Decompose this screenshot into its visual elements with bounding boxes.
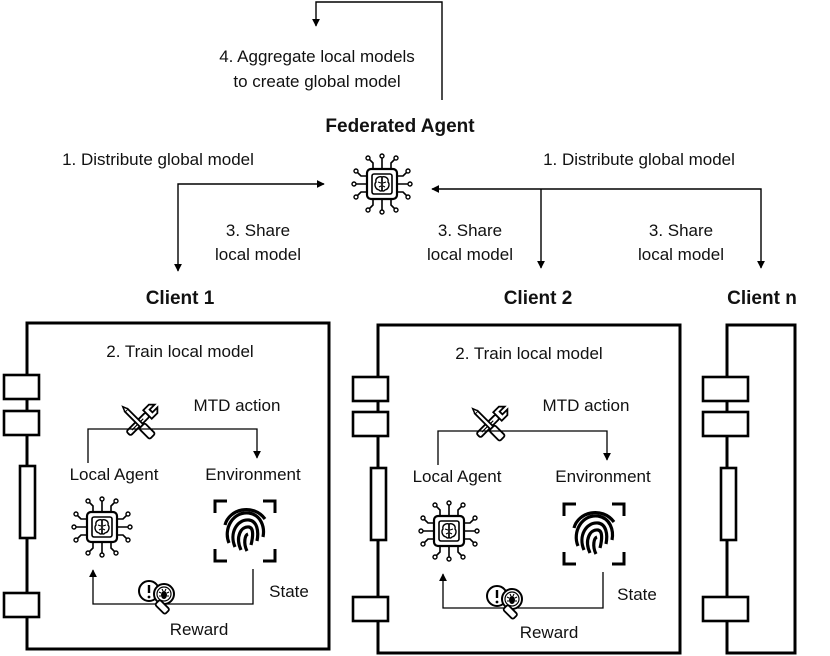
client2-action-arrow xyxy=(437,430,611,465)
clientn-side-tabs xyxy=(701,375,750,623)
aggregate-label-line2: to create global model xyxy=(233,72,400,91)
client1-env-label: Environment xyxy=(205,465,301,484)
client-1: Client 1 2. Train local model MTD action… xyxy=(2,288,331,651)
client-2: Client 2 2. Train local model MTD action… xyxy=(351,288,682,655)
distribute-label-right: 1. Distribute global model xyxy=(543,150,735,169)
client-n: Client n xyxy=(701,288,797,655)
client1-reward-arrow xyxy=(89,569,254,605)
client1-action-arrow xyxy=(87,428,261,463)
client1-train-label: 2. Train local model xyxy=(106,342,253,361)
client1-box xyxy=(25,321,331,651)
client2-side-tabs xyxy=(351,375,390,623)
client2-agent-label: Local Agent xyxy=(413,467,502,486)
aggregate-arrow xyxy=(312,1,443,100)
client2-env-label: Environment xyxy=(555,467,651,486)
client2-box xyxy=(376,323,682,655)
share-label-client2-line1: 3. Share xyxy=(438,221,502,240)
client1-reward-label: Reward xyxy=(170,620,229,639)
client2-reward-label: Reward xyxy=(520,623,579,642)
share-label-client1-line1: 3. Share xyxy=(226,221,290,240)
aggregate-step: 4. Aggregate local models to create glob… xyxy=(219,1,443,100)
clientn-title: Client n xyxy=(727,288,797,309)
client2-action-label: MTD action xyxy=(543,396,630,415)
client1-state-label: State xyxy=(269,582,309,601)
aggregate-label-line1: 4. Aggregate local models xyxy=(219,47,415,66)
client1-side-tabs xyxy=(2,373,41,619)
federated-agent-chip-icon xyxy=(350,152,414,216)
client1-title: Client 1 xyxy=(146,288,215,309)
client2-state-label: State xyxy=(617,585,657,604)
share-label-clientn-line2: local model xyxy=(638,245,724,264)
federated-agent-title: Federated Agent xyxy=(325,116,475,137)
federated-agent: Federated Agent xyxy=(325,116,475,216)
client2-title: Client 2 xyxy=(504,288,573,309)
share-label-client2-line2: local model xyxy=(427,245,513,264)
client1-action-label: MTD action xyxy=(194,396,281,415)
share-label-clientn-line1: 3. Share xyxy=(649,221,713,240)
client1-agent-label: Local Agent xyxy=(70,465,159,484)
share-label-client1-line2: local model xyxy=(215,245,301,264)
client2-train-label: 2. Train local model xyxy=(455,344,602,363)
client2-reward-arrow xyxy=(439,572,604,609)
distribute-label-left: 1. Distribute global model xyxy=(62,150,254,169)
client1-exchange-arrow xyxy=(174,180,325,272)
